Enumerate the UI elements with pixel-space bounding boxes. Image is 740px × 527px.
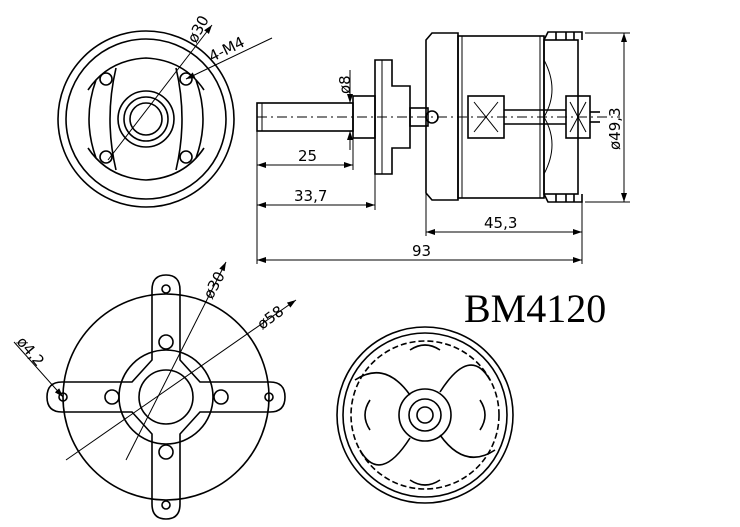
mount-outer-label: ø58 [254,302,287,333]
cross-mount-view: ø30 ø58 ø4,2 [13,261,297,520]
shaft-diameter-label: ø8 [336,75,354,94]
side-view: ø8 ø49,3 25 33,7 45,3 93 [256,31,630,264]
len-45-3-label: 45,3 [484,214,517,232]
front-view-top: ø30 4-M4 [57,12,273,208]
body-diameter-label: ø49,3 [606,107,624,150]
mount-bolt-circle-label: ø30 [200,268,229,301]
rear-view [336,326,514,504]
len-25-label: 25 [298,147,317,165]
len-33-7-label: 33,7 [294,187,327,205]
len-93-label: 93 [412,242,431,260]
model-title: BM4120 [464,286,606,331]
mount-hole-label: ø4,2 [13,333,48,370]
top-thread-label: 4-M4 [206,33,248,66]
